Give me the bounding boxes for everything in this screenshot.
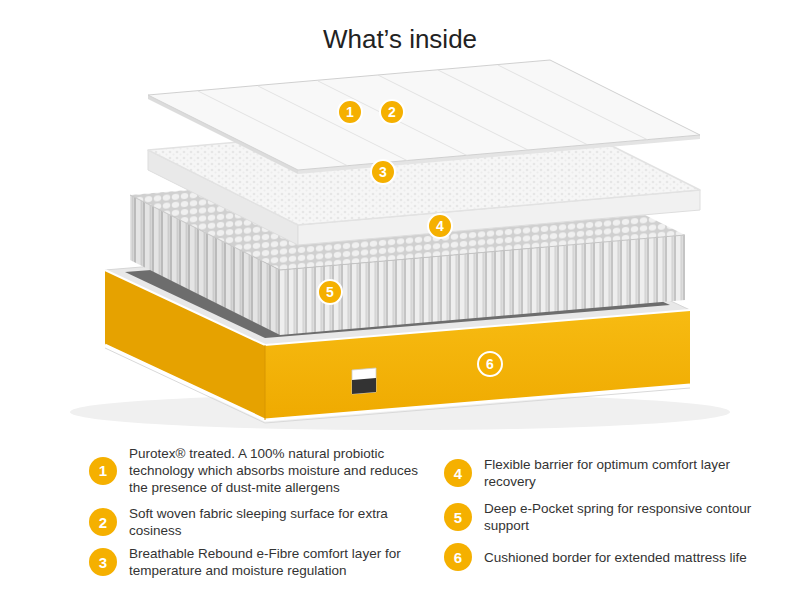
item-description: Flexible barrier for optimum comfort lay… xyxy=(484,456,774,490)
callout-number-text: 1 xyxy=(346,105,354,119)
callout-number-text: 4 xyxy=(436,219,444,233)
callout-number: 5 xyxy=(317,279,343,305)
callout-number-text: 5 xyxy=(326,285,334,299)
legend-item: 2 Soft woven fabric sleeping surface for … xyxy=(89,505,439,539)
item-number: 6 xyxy=(444,543,472,571)
callout-number-text: 6 xyxy=(486,357,494,371)
callout-number-text: 3 xyxy=(379,165,387,179)
diagram-title: What’s inside xyxy=(0,24,800,55)
item-number: 3 xyxy=(89,548,117,576)
callout-number: 3 xyxy=(370,159,396,185)
callout-number-text: 2 xyxy=(388,105,396,119)
item-description: Deep e-Pocket spring for responsive cont… xyxy=(484,500,774,534)
item-number: 4 xyxy=(444,459,472,487)
legend-item: 3 Breathable Rebound e-Fibre comfort laye… xyxy=(89,545,439,579)
callout-number: 1 xyxy=(337,99,363,125)
legend-item: 1 Purotex® treated. A 100% natural probio… xyxy=(89,445,439,496)
item-number: 2 xyxy=(89,508,117,536)
callout-number: 6 xyxy=(477,351,503,377)
item-description: Cushioned border for extended mattress l… xyxy=(484,549,747,566)
legend-item: 4 Flexible barrier for optimum comfort la… xyxy=(444,456,774,490)
item-description: Purotex® treated. A 100% natural probiot… xyxy=(129,445,439,496)
item-description: Breathable Rebound e-Fibre comfort layer… xyxy=(129,545,439,579)
item-description: Soft woven fabric sleeping surface for e… xyxy=(129,505,439,539)
item-number: 5 xyxy=(444,503,472,531)
legend-item: 5 Deep e-Pocket spring for responsive con… xyxy=(444,500,774,534)
legend-item: 6 Cushioned border for extended mattress … xyxy=(444,543,774,571)
callout-number: 2 xyxy=(379,99,405,125)
item-number: 1 xyxy=(89,457,117,485)
callout-number: 4 xyxy=(427,213,453,239)
